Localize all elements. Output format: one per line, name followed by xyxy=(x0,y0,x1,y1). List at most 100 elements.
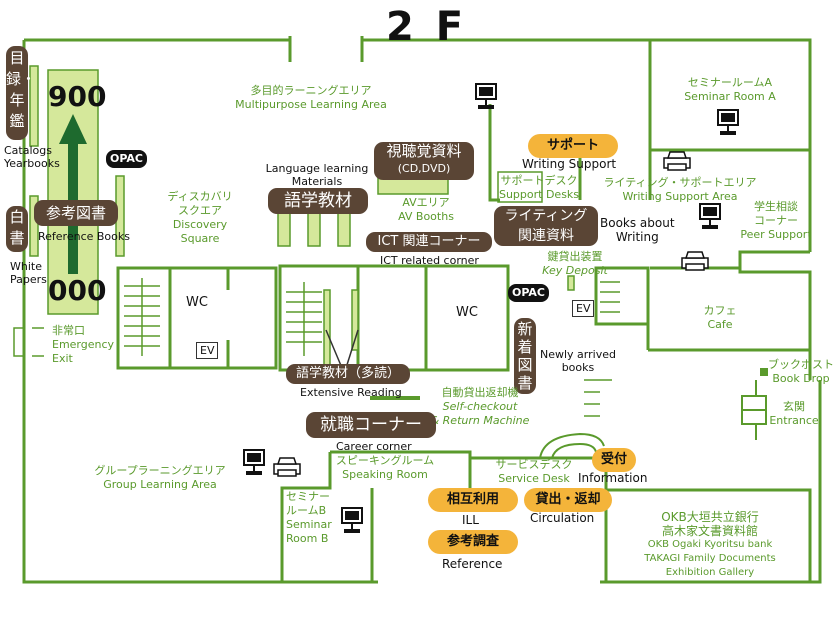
peer-support-en: Peer Support xyxy=(740,228,812,241)
reference-en: Reference xyxy=(442,557,503,571)
gallery-en3: Exhibition Gallery xyxy=(665,567,755,578)
emergency-exit-en1: Emergency xyxy=(52,338,115,351)
computer-icon xyxy=(243,449,265,475)
opac-terminal[interactable]: OPAC xyxy=(106,150,147,168)
multipurpose-ja: 多目的ラーニングエリア xyxy=(250,84,372,97)
printer-icon xyxy=(681,251,709,271)
new-books-en2: books xyxy=(561,361,595,374)
peer-support-label: 学生相談 コーナー Peer Support xyxy=(738,200,814,242)
writing-support-label: サポート xyxy=(528,134,618,158)
white-papers-label: 白書 xyxy=(6,206,28,252)
language-en1: Language learning xyxy=(265,162,369,175)
ict-corner-label: ICT 関連コーナー xyxy=(366,232,492,252)
white-papers-en: White Papers xyxy=(10,260,50,286)
writing-books-en1: Books about xyxy=(600,216,675,230)
writing-books-label: ライティング 関連資料 xyxy=(494,206,598,246)
seminar-room-b-label: セミナー ルームB Seminar Room B xyxy=(286,490,332,546)
discovery-en2: Square xyxy=(180,232,220,245)
writing-support-area-label: ライティング・サポートエリア Writing Support Area xyxy=(600,176,760,204)
multipurpose-area-label: 多目的ラーニングエリア Multipurpose Learning Area xyxy=(226,84,396,112)
floor-title: 2 F xyxy=(386,4,468,50)
key-deposit-ja: 鍵貸出装置 xyxy=(547,250,603,263)
peer-support-ja1: 学生相談 xyxy=(754,200,798,213)
self-checkout-en2: & Return Machine xyxy=(430,414,530,427)
av-booths-ja: AVエリア xyxy=(402,196,450,209)
seminar-b-ja2: ルームB xyxy=(286,504,327,517)
speaking-room-en: Speaking Room xyxy=(342,468,428,481)
writing-books-en2: Writing xyxy=(615,230,659,244)
extensive-reading-label: 語学教材（多読） xyxy=(286,364,410,384)
group-learning-label: グループラーニングエリア Group Learning Area xyxy=(80,464,240,492)
reference-books-en: Reference Books xyxy=(38,230,130,243)
emergency-exit-en2: Exit xyxy=(52,352,73,365)
service-desk-en: Service Desk xyxy=(498,472,570,485)
speaking-room-label: スピーキングルーム Speaking Room xyxy=(330,454,440,482)
peer-support-ja2: コーナー xyxy=(754,214,798,227)
catalogs-label: 目録・年鑑 xyxy=(6,46,36,140)
ill-en: ILL xyxy=(462,513,479,527)
entrance-en: Entrance xyxy=(769,414,819,427)
computer-icon xyxy=(341,507,363,533)
new-books-label: 新着図書 xyxy=(514,318,536,394)
gallery-ja2: 高木家文書資料館 xyxy=(661,524,758,538)
group-learning-ja: グループラーニングエリア xyxy=(94,464,226,477)
computer-icon xyxy=(699,203,721,229)
white-papers-en-line1: White xyxy=(10,260,42,273)
av-booths-en: AV Booths xyxy=(398,210,454,223)
key-deposit-label: 鍵貸出装置 Key Deposit xyxy=(540,250,610,278)
support-desks-en: Support Desks xyxy=(498,188,580,201)
elevator-right[interactable]: EV xyxy=(572,300,595,317)
discovery-square-label: ディスカバリ スクエア Discovery Square xyxy=(160,190,240,246)
catalogs-en-line2: Yearbooks xyxy=(4,157,60,170)
service-desk-ja: サービスデスク xyxy=(495,458,573,471)
entrance-ja: 玄関 xyxy=(783,400,805,413)
circulation-label: 貸出・返却 xyxy=(524,488,612,512)
gallery-ja1: OKB大垣共立銀行 xyxy=(661,510,759,524)
av-materials-ja: 視聴覚資料 xyxy=(386,142,462,160)
book-drop-label: ブックポスト Book Drop xyxy=(768,358,834,386)
seminar-a-ja: セミナールームA xyxy=(687,76,773,89)
career-corner-en: Career corner xyxy=(336,440,412,453)
seminar-b-ja1: セミナー xyxy=(286,490,330,503)
computer-icon xyxy=(717,109,739,135)
elevator-left[interactable]: EV xyxy=(196,342,219,359)
self-checkout-label: 自動貸出返却機 Self-checkout & Return Machine xyxy=(426,386,534,428)
writing-books-ja2: 関連資料 xyxy=(518,228,574,244)
self-checkout-ja: 自動貸出返却機 xyxy=(441,386,519,399)
book-drop-ja: ブックポスト xyxy=(768,358,834,371)
ict-corner-en: ICT related corner xyxy=(380,254,479,267)
writing-support-en: Writing Support xyxy=(522,157,617,171)
av-materials-label: 視聴覚資料 (CD,DVD) xyxy=(374,142,474,180)
reference-label: 参考調査 xyxy=(428,530,518,554)
extensive-reading-en: Extensive Reading xyxy=(300,386,402,399)
ill-label: 相互利用 xyxy=(428,488,518,512)
writing-area-en: Writing Support Area xyxy=(622,190,738,203)
new-books-en: Newly arrived books xyxy=(540,348,616,374)
language-materials-label: 語学教材 xyxy=(268,188,368,214)
wc-left-label: WC xyxy=(186,295,208,310)
new-books-en1: Newly arrived xyxy=(540,348,616,361)
information-label: 受付 xyxy=(592,448,636,472)
catalogs-en-line1: Catalogs xyxy=(4,144,52,157)
opac-terminal[interactable]: OPAC xyxy=(508,284,549,302)
language-learning-en: Language learning Materials xyxy=(262,162,372,188)
call-number-bottom: 000 xyxy=(48,274,107,307)
discovery-ja1: ディスカバリ xyxy=(167,190,233,203)
career-corner-label: 就職コーナー xyxy=(306,412,436,438)
entrance-label[interactable]: 玄関 Entrance xyxy=(766,400,822,428)
writing-area-ja: ライティング・サポートエリア xyxy=(603,176,757,189)
emergency-exit-ja: 非常口 xyxy=(52,324,85,337)
call-number-top: 900 xyxy=(48,80,107,113)
group-learning-en: Group Learning Area xyxy=(103,478,217,491)
multipurpose-en: Multipurpose Learning Area xyxy=(235,98,387,111)
self-checkout-en1: Self-checkout xyxy=(442,400,518,413)
printer-icon xyxy=(663,151,691,171)
seminar-room-a-label: セミナールームA Seminar Room A xyxy=(680,76,780,104)
white-papers-en-line2: Papers xyxy=(10,273,47,286)
language-en2: Materials xyxy=(291,175,343,188)
catalogs-en: Catalogs Yearbooks xyxy=(4,144,64,170)
seminar-b-en2: Room B xyxy=(286,532,329,545)
service-desk-label: サービスデスク Service Desk xyxy=(484,458,584,486)
gallery-en1: OKB Ogaki Kyoritsu bank xyxy=(647,539,773,550)
speaking-room-ja: スピーキングルーム xyxy=(335,454,435,467)
